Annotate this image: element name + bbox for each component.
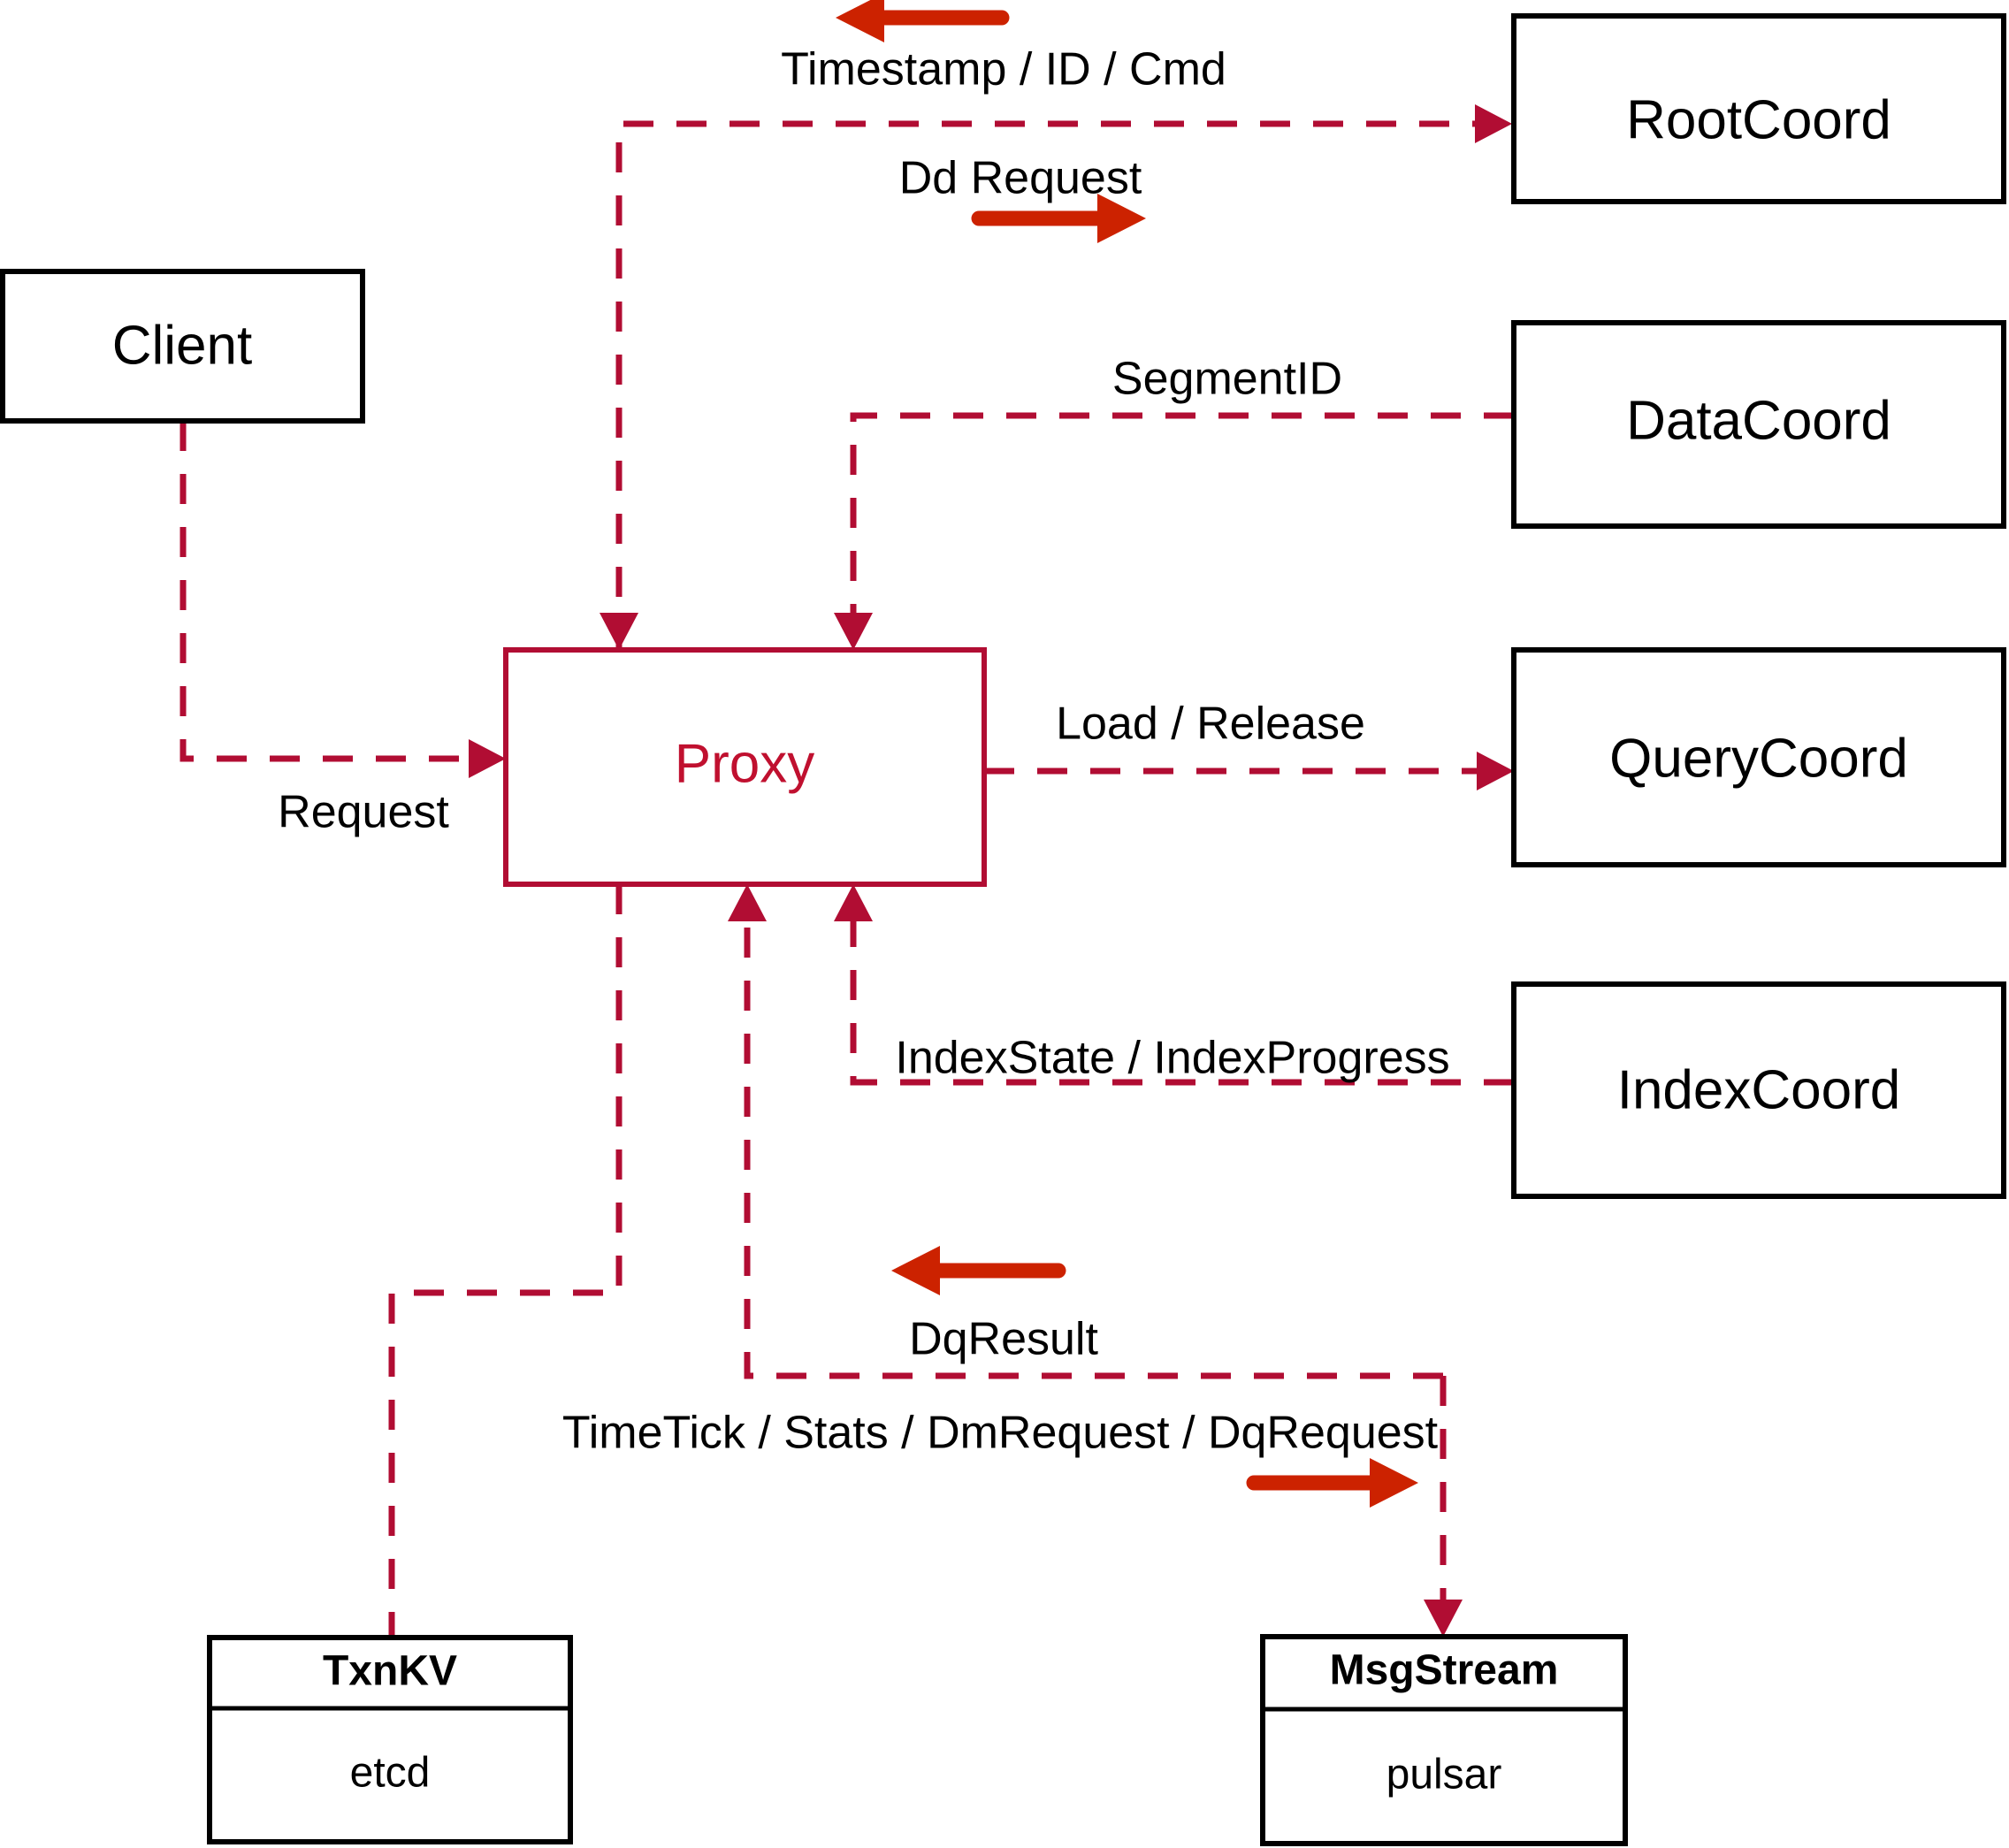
edge-indexcoord-proxy-line <box>850 890 1514 1086</box>
edge-client-proxy-arrowhead <box>469 739 506 778</box>
node-query-coord-box[interactable] <box>1511 647 2006 867</box>
edge-label-timestamp: Timestamp / ID / Cmd <box>781 44 1226 95</box>
node-index-coord-box[interactable] <box>1511 981 2006 1199</box>
node-proxy-box[interactable] <box>503 647 987 887</box>
edge-label-dd-request: Dd Request <box>899 153 1142 204</box>
edge-rootcoord-proxy-arrowhead <box>600 613 638 650</box>
edge-datacoord-proxy-line <box>850 412 1514 644</box>
node-client-box[interactable] <box>0 269 365 424</box>
node-msgstream-impl: pulsar <box>1386 1752 1502 1798</box>
node-txnkv-title: TxnKV <box>323 1648 457 1695</box>
edge-proxy-querycoord <box>984 752 1514 790</box>
direction-arrow-timestamp <box>836 0 1010 42</box>
edge-label-timetick: TimeTick / Stats / DmRequest / DqRequest <box>562 1408 1439 1459</box>
edge-label-load-release: Load / Release <box>1056 699 1365 750</box>
edge-msgstream-proxy-line <box>744 890 1443 1379</box>
direction-arrow-dqresult <box>891 1246 1066 1295</box>
edge-label-indexstate: IndexState / IndexProgress <box>895 1033 1449 1084</box>
node-index-coord-label: IndexCoord <box>1617 1059 1901 1120</box>
edge-indexcoord-proxy-arrowhead <box>834 884 873 921</box>
node-query-coord-label: QueryCoord <box>1609 728 1908 789</box>
node-client[interactable]: Client <box>0 269 365 424</box>
node-data-coord[interactable]: DataCoord <box>1511 320 2006 529</box>
edge-client-proxy <box>180 421 506 778</box>
node-txnkv[interactable]: TxnKV etcd <box>207 1635 573 1844</box>
node-msgstream-title: MsgStream <box>1330 1647 1559 1694</box>
node-data-coord-label: DataCoord <box>1626 390 1891 451</box>
node-msgstream[interactable]: MsgStream pulsar <box>1260 1634 1628 1846</box>
edge-label-segmentid: SegmentID <box>1112 354 1342 405</box>
node-root-coord[interactable]: RootCoord <box>1511 13 2006 204</box>
node-query-coord[interactable]: QueryCoord <box>1511 647 2006 867</box>
edge-label-request: Request <box>278 787 449 838</box>
edge-msgstream-proxy-arrowhead <box>728 884 767 921</box>
node-data-coord-box[interactable] <box>1511 320 2006 529</box>
edge-datacoord-proxy <box>834 412 1514 650</box>
edge-indexcoord-proxy <box>834 884 1514 1086</box>
direction-arrow-dd-request <box>971 194 1146 243</box>
node-client-label: Client <box>112 315 253 376</box>
node-index-coord[interactable]: IndexCoord <box>1511 981 2006 1199</box>
edge-label-dqresult: DqResult <box>909 1314 1098 1365</box>
edge-msgstream-proxy <box>728 884 1443 1379</box>
direction-arrow-timetick <box>1246 1458 1418 1508</box>
edge-proxy-txnkv <box>388 884 623 1638</box>
node-root-coord-label: RootCoord <box>1626 89 1891 150</box>
edge-proxy-rootcoord-line <box>615 120 1496 650</box>
edge-datacoord-proxy-arrowhead <box>834 613 873 650</box>
edge-client-proxy-line <box>180 421 490 762</box>
node-proxy-label: Proxy <box>675 733 814 794</box>
edge-proxy-querycoord-arrowhead <box>1477 752 1514 790</box>
node-txnkv-box[interactable] <box>207 1635 573 1844</box>
edge-proxy-rootcoord <box>600 104 1512 650</box>
node-root-coord-box[interactable] <box>1511 13 2006 204</box>
edge-proxy-rootcoord-arrowhead <box>1475 104 1512 143</box>
node-msgstream-box[interactable] <box>1260 1634 1628 1846</box>
edge-proxy-msgstream <box>1424 1376 1463 1637</box>
node-proxy[interactable]: Proxy <box>503 647 987 887</box>
edge-proxy-msgstream-arrowhead <box>1424 1600 1463 1637</box>
edge-proxy-txnkv-line <box>388 884 623 1638</box>
node-txnkv-impl: etcd <box>350 1750 431 1797</box>
